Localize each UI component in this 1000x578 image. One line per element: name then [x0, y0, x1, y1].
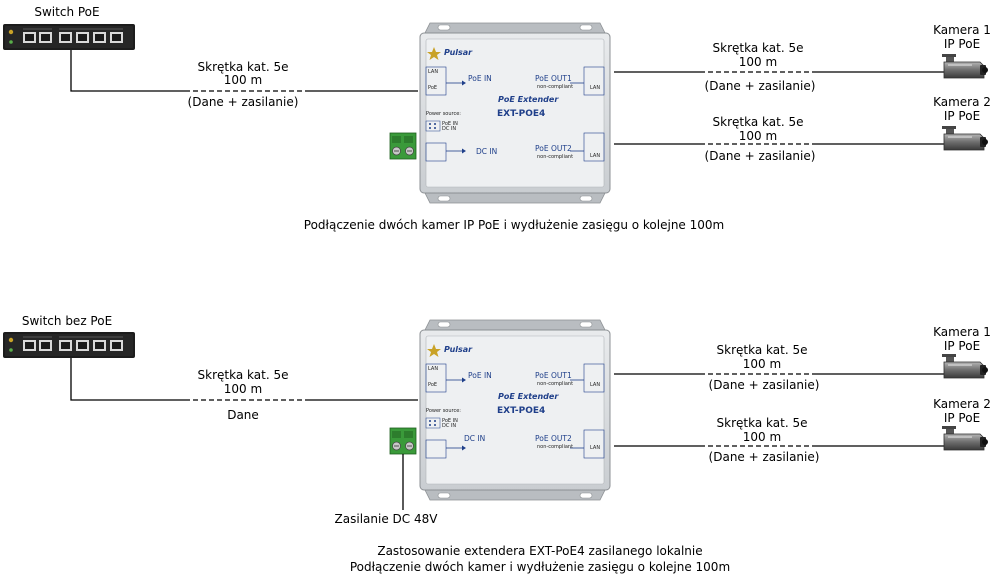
bottom-device-model: EXT-POE4	[497, 406, 545, 416]
top-caption: Podłączenie dwóch kamer IP PoE i wydłuże…	[304, 218, 724, 232]
bottom-device-dc-in: DC IN	[464, 434, 485, 443]
svg-text:LAN: LAN	[590, 382, 600, 388]
svg-text:non-compliant: non-compliant	[537, 84, 573, 90]
top-cable-out2-label2: 100 m	[739, 129, 777, 143]
bottom-camera1-label1: Kamera 1	[933, 325, 991, 339]
bottom-cable-out2-label3: (Dane + zasilanie)	[709, 450, 820, 464]
svg-text:LAN: LAN	[590, 85, 600, 91]
bottom-caption-line1: Zastosowanie extendera EXT-PoE4 zasilane…	[377, 544, 702, 558]
svg-text:LAN: LAN	[428, 366, 438, 372]
svg-text:Power source:: Power source:	[426, 408, 461, 414]
top-device-subtitle: PoE Extender	[498, 95, 559, 104]
svg-text:PoE: PoE	[428, 382, 437, 388]
bottom-camera2-label1: Kamera 2	[933, 397, 991, 411]
top-camera2-icon	[941, 125, 989, 151]
bottom-cable-out1-label3: (Dane + zasilanie)	[709, 378, 820, 392]
bottom-caption-line2: Podłączenie dwóch kamer i wydłużenie zas…	[350, 560, 730, 574]
top-camera1-label1: Kamera 1	[933, 23, 991, 37]
top-device-out2: PoE OUT2	[535, 144, 572, 153]
svg-text:LAN: LAN	[590, 445, 600, 451]
bottom-extender-device: Pulsar LAN PoE PoE IN PoE OUT1 non-compl…	[419, 319, 611, 501]
svg-text:non-compliant: non-compliant	[537, 381, 573, 387]
svg-text:PoE IN: PoE IN	[442, 121, 458, 127]
top-diagram: Switch PoE Skrętka kat. 5e 100 m (Dane +…	[2, 5, 991, 232]
top-cable-out1-label3: (Dane + zasilanie)	[705, 79, 816, 93]
top-extender-device: Pulsar LAN PoE PoE IN PoE OUT1 non-compl…	[419, 22, 611, 204]
svg-text:DC IN: DC IN	[442, 423, 456, 429]
svg-text:PoE IN: PoE IN	[442, 418, 458, 424]
bottom-camera1-label2: IP PoE	[944, 339, 980, 353]
svg-text:LAN: LAN	[428, 69, 438, 75]
bottom-device-poe-in: PoE IN	[468, 371, 492, 380]
bottom-device-out2: PoE OUT2	[535, 434, 572, 443]
top-device-brand: Pulsar	[444, 48, 473, 57]
top-cable-out2-label1: Skrętka kat. 5e	[713, 115, 804, 129]
bottom-cable-in-label3: Dane	[227, 408, 259, 422]
svg-text:PoE: PoE	[428, 85, 437, 91]
top-camera2-label2: IP PoE	[944, 109, 980, 123]
bottom-diagram: Switch bez PoE Skrętka kat. 5e 100 m Dan…	[2, 314, 991, 574]
svg-text:DC IN: DC IN	[442, 126, 456, 132]
bottom-cable-out2-label2: 100 m	[743, 430, 781, 444]
top-device-poe-in: PoE IN	[468, 74, 492, 83]
bottom-dc-terminal	[389, 427, 417, 455]
bottom-device-out1: PoE OUT1	[535, 371, 572, 380]
top-cable-in-label1: Skrętka kat. 5e	[198, 60, 289, 74]
bottom-device-brand: Pulsar	[444, 345, 473, 354]
top-dc-terminal	[389, 132, 417, 160]
top-camera2-label1: Kamera 2	[933, 95, 991, 109]
top-switch-icon	[2, 23, 136, 51]
bottom-cable-in-label2: 100 m	[224, 382, 262, 396]
top-device-model: EXT-POE4	[497, 109, 545, 119]
top-cable-in-label3: (Dane + zasilanie)	[188, 95, 299, 109]
svg-text:non-compliant: non-compliant	[537, 444, 573, 450]
top-device-dc-in: DC IN	[476, 147, 497, 156]
bottom-cable-in-label1: Skrętka kat. 5e	[198, 368, 289, 382]
bottom-camera2-icon	[941, 425, 989, 451]
svg-text:LAN: LAN	[590, 153, 600, 159]
bottom-switch-label: Switch bez PoE	[22, 314, 112, 328]
top-cable-in-label2: 100 m	[224, 73, 262, 87]
top-device-out1: PoE OUT1	[535, 74, 572, 83]
top-cable-out2-label3: (Dane + zasilanie)	[705, 149, 816, 163]
top-camera1-label2: IP PoE	[944, 37, 980, 51]
bottom-power-label: Zasilanie DC 48V	[335, 512, 439, 526]
top-cable-out1-label1: Skrętka kat. 5e	[713, 41, 804, 55]
bottom-switch-icon	[2, 331, 136, 359]
bottom-cable-out1-label1: Skrętka kat. 5e	[717, 343, 808, 357]
bottom-cable-out2-label1: Skrętka kat. 5e	[717, 416, 808, 430]
svg-text:Power source:: Power source:	[426, 111, 461, 117]
bottom-device-subtitle: PoE Extender	[498, 392, 559, 401]
top-camera1-icon	[941, 53, 989, 79]
bottom-cable-out1-label2: 100 m	[743, 357, 781, 371]
top-switch-label: Switch PoE	[34, 5, 99, 19]
top-cable-out1-label2: 100 m	[739, 55, 777, 69]
bottom-camera1-icon	[941, 353, 989, 379]
bottom-camera2-label2: IP PoE	[944, 411, 980, 425]
svg-text:non-compliant: non-compliant	[537, 154, 573, 160]
